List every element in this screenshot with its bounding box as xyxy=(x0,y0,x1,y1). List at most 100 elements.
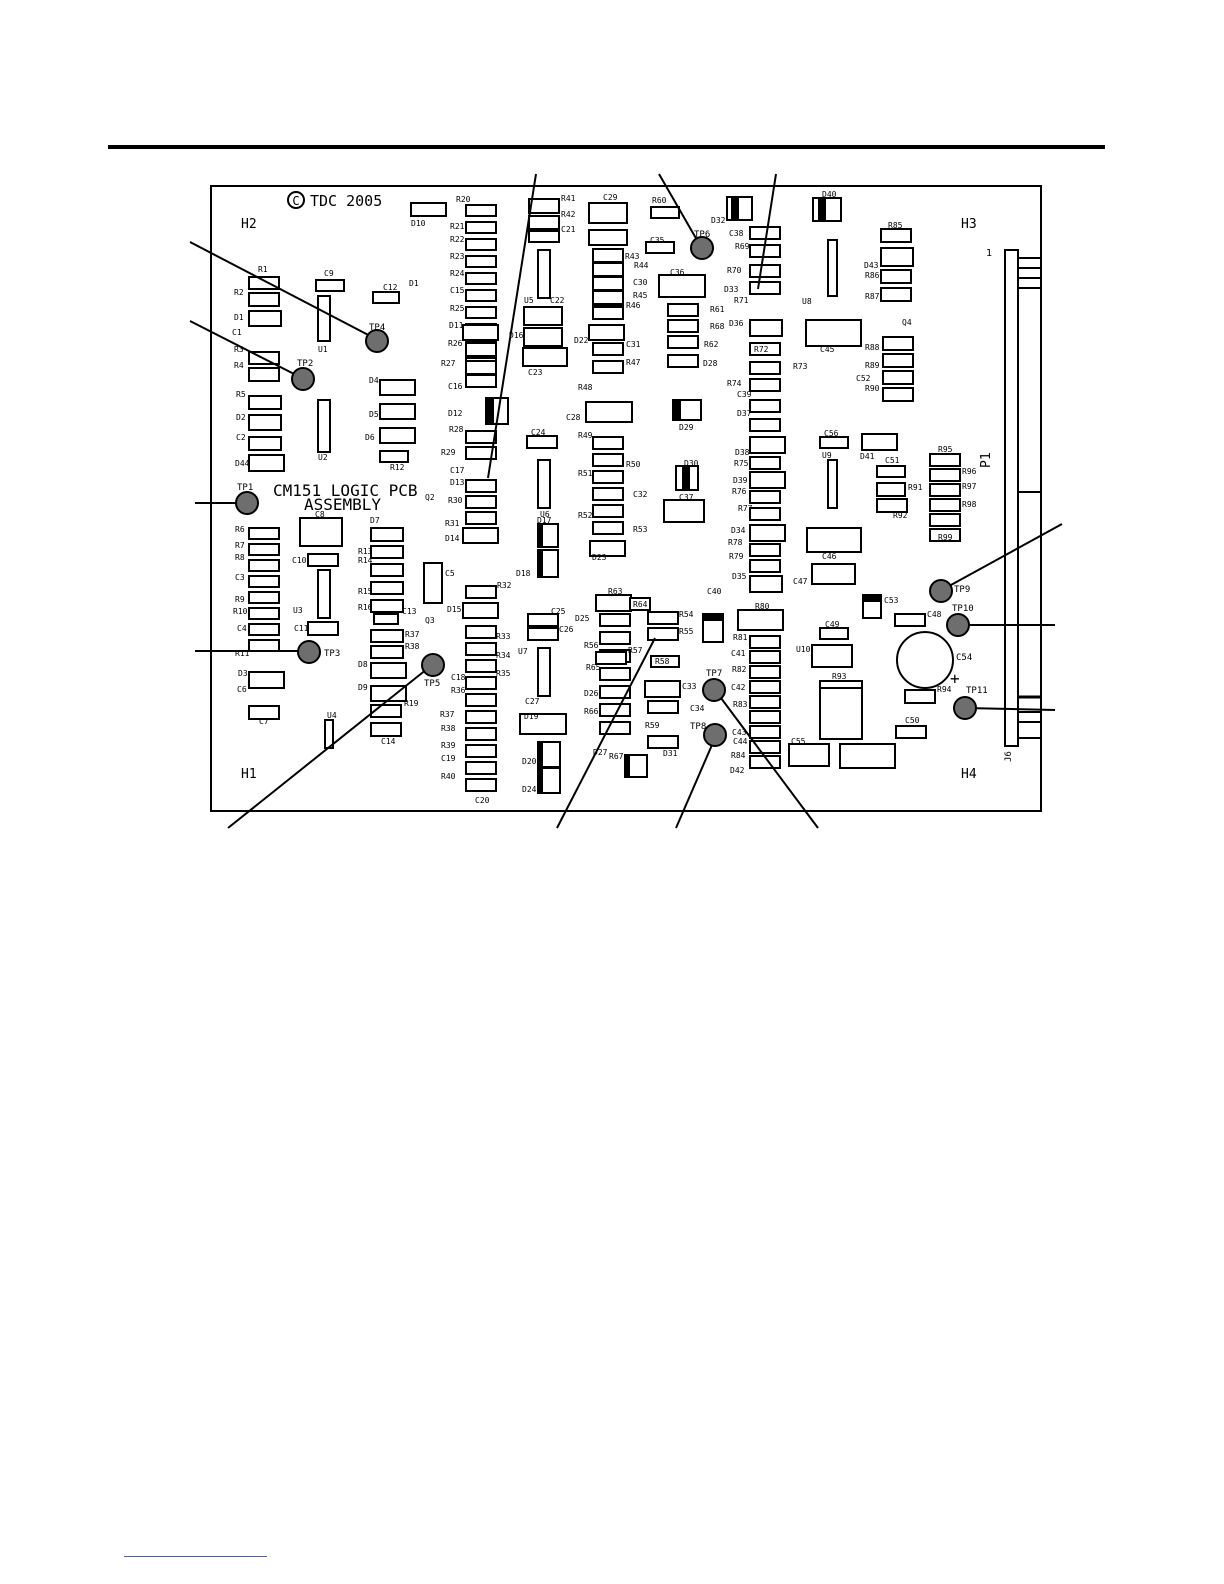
component-label: U6 xyxy=(540,510,550,519)
board-title-line2: ASSEMBLY xyxy=(304,495,381,514)
test-point-label: TP2 xyxy=(297,359,313,369)
ic-u10 xyxy=(819,680,863,740)
component-label: R2 xyxy=(234,288,244,297)
component-pad xyxy=(592,487,624,501)
component-label: C2 xyxy=(236,433,246,442)
component-pad xyxy=(537,249,551,299)
component-label: C40 xyxy=(707,587,722,596)
component-label: R79 xyxy=(729,552,744,561)
component-label: D8 xyxy=(358,660,368,669)
callout-leader-line xyxy=(556,637,656,829)
component-pad xyxy=(465,289,497,302)
component-label: R22 xyxy=(450,235,465,244)
component-label: R99 xyxy=(938,533,953,542)
component-label: D9 xyxy=(358,683,368,692)
component-label: Q4 xyxy=(902,318,912,327)
component-pad xyxy=(465,761,497,775)
diode-cathode-band xyxy=(538,742,543,767)
page-header-rule xyxy=(108,145,1105,149)
component-pad xyxy=(882,353,914,368)
component-label: C36 xyxy=(670,268,685,277)
component-pad xyxy=(749,725,781,739)
test-point-pad xyxy=(929,579,953,603)
test-point-label: TP10 xyxy=(952,604,974,614)
board-title-line1: CM151 LOGIC PCB xyxy=(273,481,418,500)
component-label: R31 xyxy=(445,519,460,528)
component-label: R77 xyxy=(738,504,753,513)
component-pad xyxy=(599,667,631,681)
component-label: C14 xyxy=(381,737,396,746)
component-label: R49 xyxy=(578,431,593,440)
component-label: R14 xyxy=(358,556,373,565)
component-label: R12 xyxy=(390,463,405,472)
component-pad xyxy=(317,295,331,342)
component-label: R71 xyxy=(734,296,749,305)
component-label: D12 xyxy=(448,409,463,418)
component-label: C21 xyxy=(561,225,576,234)
component-label: D23 xyxy=(592,553,607,562)
component-pad xyxy=(839,743,896,769)
component-label: D35 xyxy=(732,572,747,581)
component-pad xyxy=(647,611,679,625)
component-pad xyxy=(880,287,912,302)
component-pad xyxy=(307,553,339,567)
component-label: U8 xyxy=(802,297,812,306)
diode-cathode-band xyxy=(538,768,543,793)
component-pad xyxy=(929,483,961,497)
component-pad xyxy=(749,695,781,709)
component-pads xyxy=(248,196,961,794)
component-label: C56 xyxy=(824,429,839,438)
component-pad xyxy=(465,727,497,741)
test-point-label: TP7 xyxy=(706,669,722,679)
component-label: R72 xyxy=(754,345,769,354)
component-pad xyxy=(522,347,568,367)
component-pad xyxy=(585,401,633,423)
component-pad xyxy=(248,575,280,588)
component-label: R33 xyxy=(496,632,511,641)
component-label: D42 xyxy=(730,766,745,775)
component-pad xyxy=(379,379,416,396)
component-pad xyxy=(667,319,699,333)
component-label: R98 xyxy=(962,500,977,509)
connector-p1: 1 P1 J6 xyxy=(979,248,1040,762)
component-pad xyxy=(882,336,914,351)
c54-polarity: + xyxy=(950,669,960,688)
component-label: Q3 xyxy=(425,616,435,625)
component-label: R32 xyxy=(497,581,512,590)
component-label: C41 xyxy=(731,649,746,658)
component-pad xyxy=(592,436,624,450)
component-label: C12 xyxy=(383,283,398,292)
component-label: D34 xyxy=(731,526,746,535)
component-label: C7 xyxy=(259,717,269,726)
diode-cathode-band xyxy=(731,197,739,220)
test-point-label: TP3 xyxy=(324,649,340,659)
component-pad xyxy=(876,482,906,497)
component-label: R81 xyxy=(733,633,748,642)
capacitor-c54: C54 + xyxy=(896,631,972,689)
component-label: R53 xyxy=(633,525,648,534)
component-pad xyxy=(880,228,912,243)
component-label: R97 xyxy=(962,482,977,491)
component-label: R50 xyxy=(626,460,641,469)
component-pad xyxy=(248,454,285,472)
component-label: R83 xyxy=(733,700,748,709)
component-pad xyxy=(811,563,856,585)
component-pad xyxy=(527,627,559,641)
component-pad xyxy=(592,276,624,291)
component-label: R42 xyxy=(561,210,576,219)
component-pad xyxy=(749,378,781,392)
component-pad xyxy=(248,591,280,604)
component-pad xyxy=(370,645,404,659)
component-label: C5 xyxy=(445,569,455,578)
component-pad xyxy=(592,521,624,535)
component-label: R26 xyxy=(448,339,463,348)
component-pad xyxy=(248,543,280,556)
component-pad xyxy=(379,403,416,420)
diode-cathode-band xyxy=(863,595,881,602)
component-label: C31 xyxy=(626,340,641,349)
component-pad xyxy=(805,319,862,347)
component-label: R21 xyxy=(450,222,465,231)
component-pad xyxy=(465,204,497,217)
component-label: C16 xyxy=(448,382,463,391)
